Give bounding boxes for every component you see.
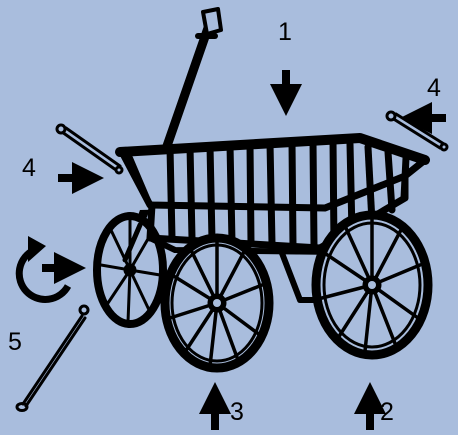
step-label-4-left: 4 [22, 156, 36, 181]
step-label-3: 3 [230, 400, 244, 425]
step-label-5: 5 [8, 330, 22, 355]
step-label-4-right: 4 [427, 76, 441, 101]
wooden-wagon-icon [97, 9, 428, 368]
front-wheel [165, 238, 269, 368]
step-label-1: 1 [278, 20, 292, 45]
crank-rod-icon [17, 306, 88, 411]
step-label-2: 2 [380, 400, 394, 425]
bolt-icon [57, 125, 122, 173]
rear-wheel [316, 215, 428, 355]
